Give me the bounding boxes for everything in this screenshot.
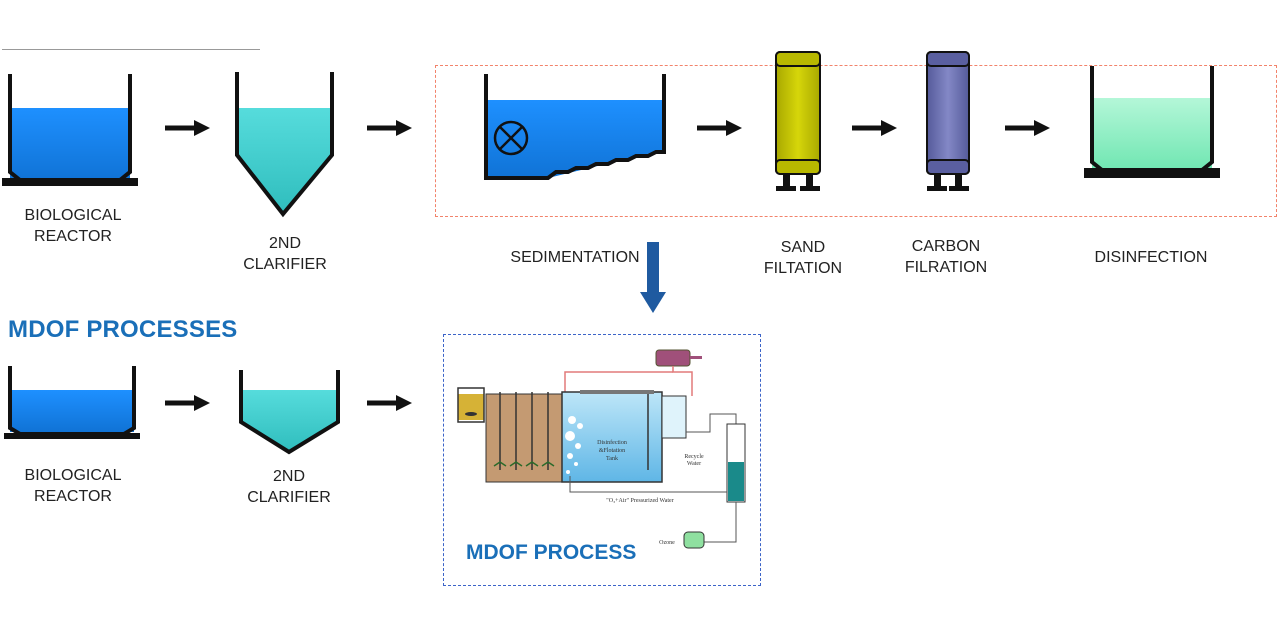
arrow-icon xyxy=(367,395,412,411)
label-biological-reactor-bottom: BIOLOGICAL REACTOR xyxy=(24,467,122,505)
arrow-icon xyxy=(367,120,412,136)
second-clarifier-bottom xyxy=(239,370,340,455)
svg-text:&Flotation: &Flotation xyxy=(599,448,625,454)
arrow-icon xyxy=(165,120,210,136)
arrow-icon xyxy=(852,120,897,136)
second-clarifier-top xyxy=(235,72,334,218)
down-arrow-icon xyxy=(640,242,666,313)
biological-reactor-bottom xyxy=(4,366,140,439)
svg-text:"O₃+Air" Pressurized Water: "O₃+Air" Pressurized Water xyxy=(606,498,673,504)
sand-filter xyxy=(775,51,821,191)
label-carbon-filration: CARBON FILRATION xyxy=(904,238,988,276)
mdof-illustration: Disinfection &Flotation Tank Recycle Wat… xyxy=(457,349,746,549)
arrow-icon xyxy=(1005,120,1050,136)
mdof-process-panel xyxy=(443,334,761,586)
label-biological-reactor-top: BIOLOGICAL REACTOR xyxy=(24,207,122,245)
label-sedimentation: SEDIMENTATION xyxy=(510,249,640,266)
mixer-icon xyxy=(493,120,529,156)
tertiary-treatment-box xyxy=(435,65,1277,217)
label-sand-filtation: SAND FILTATION xyxy=(763,239,843,277)
arrow-icon xyxy=(697,120,742,136)
svg-text:Ozone: Ozone xyxy=(659,540,675,546)
top-rule xyxy=(2,49,260,50)
carbon-filter xyxy=(926,51,970,191)
label-disinfection: DISINFECTION xyxy=(1094,249,1208,266)
mdof-process-title: MDOF PROCESS xyxy=(466,541,637,564)
biological-reactor-top xyxy=(2,74,138,186)
svg-text:Water: Water xyxy=(687,461,701,467)
arrow-icon xyxy=(165,395,210,411)
svg-text:Tank: Tank xyxy=(606,456,618,462)
disinfection-tank xyxy=(1084,66,1220,178)
label-second-clarifier-top: 2ND CLARIFIER xyxy=(243,235,327,273)
mdof-processes-heading: MDOF PROCESSES xyxy=(8,316,238,343)
sedimentation-tank xyxy=(484,74,666,180)
label-second-clarifier-bottom: 2ND CLARIFIER xyxy=(247,468,331,506)
tank-label: Disinfection xyxy=(597,439,627,446)
svg-text:Recycle: Recycle xyxy=(684,454,704,460)
